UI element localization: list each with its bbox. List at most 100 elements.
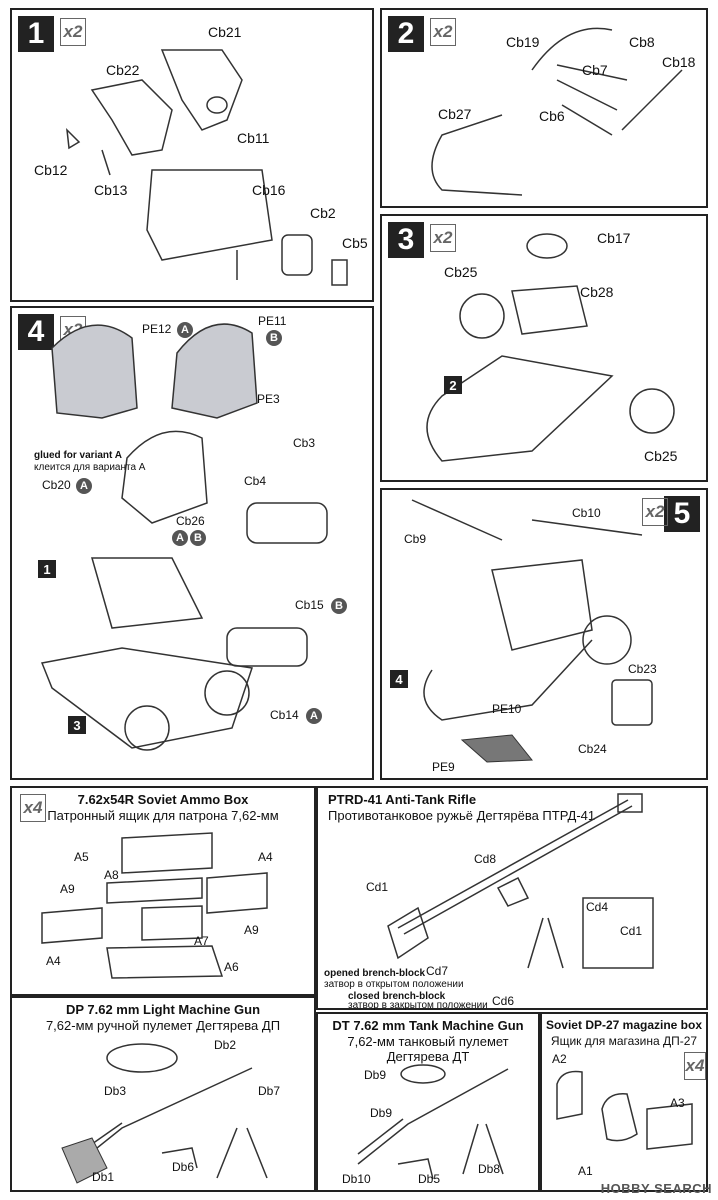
- variant-b-badge: B: [190, 530, 206, 546]
- part-label: Cb3: [293, 436, 316, 450]
- part-label: Cb28: [580, 284, 614, 300]
- part-label: Cd1: [620, 924, 643, 938]
- pe-label: PE11: [258, 314, 287, 328]
- part-label: Db7: [258, 1084, 281, 1098]
- step-number: 1: [18, 16, 54, 52]
- part-label: Cb22: [106, 62, 140, 78]
- part-label: A5: [74, 850, 89, 864]
- part-label: Cb9: [404, 532, 427, 546]
- section-subtitle: Противотанковое ружьё Дегтярёва ПТРД-41: [328, 808, 596, 823]
- part-label: Cb2: [310, 205, 336, 221]
- step-number: 5: [664, 496, 700, 532]
- multiplier-badge: x4: [684, 1052, 706, 1080]
- variant-a-badge: A: [306, 708, 322, 724]
- step-2-panel: 2 x2 Cb19 Cb8 Cb7 Cb18 Cb27 Cb6: [380, 8, 708, 208]
- part-label: Cb6: [539, 108, 565, 124]
- part-label: A1: [578, 1164, 593, 1178]
- dp-panel: DP 7.62 mm Light Machine Gun 7,62-мм руч…: [10, 996, 316, 1192]
- part-label: Db3: [104, 1084, 127, 1098]
- part-label: Cb27: [438, 106, 472, 122]
- part-label: Cd6: [492, 994, 515, 1008]
- part-label: Db8: [478, 1162, 501, 1176]
- dp-drawing: [61, 1043, 268, 1184]
- part-label: Cb16: [252, 182, 286, 198]
- multiplier-badge: x2: [430, 18, 456, 46]
- dp27-drawing: [556, 1070, 693, 1150]
- dt-drawing: [357, 1064, 509, 1180]
- variant-b-badge: B: [331, 598, 347, 614]
- part-label: Cb14: [270, 708, 299, 722]
- part-label: Cb21: [208, 24, 242, 40]
- section-subtitle: Патронный ящик для патрона 7,62-мм: [47, 808, 279, 823]
- part-label: Db10: [342, 1172, 371, 1186]
- part-label: Cb12: [34, 162, 68, 178]
- part-label: Db2: [214, 1038, 237, 1052]
- glued-note-en: glued for variant A: [34, 450, 122, 461]
- part-label: Cd4: [586, 900, 609, 914]
- part-label: Cb25: [444, 264, 478, 280]
- glued-note-ru: клеится для варианта А: [34, 462, 146, 473]
- step-reference: 4: [390, 670, 408, 688]
- part-label: Cd8: [474, 852, 497, 866]
- part-label: Db6: [172, 1160, 195, 1174]
- part-label: Cb18: [662, 54, 696, 70]
- step-1-panel: 1 x2 Cb21 Cb22 Cb11 Cb12 Cb13 Cb16 Cb2 C…: [10, 8, 374, 302]
- part-label: Db1: [92, 1170, 115, 1184]
- variant-a-badge: A: [76, 478, 92, 494]
- ammo-box-drawing: [41, 832, 268, 979]
- part-label: Cb8: [629, 34, 655, 50]
- part-label: A8: [104, 868, 119, 882]
- part-label: Cb13: [94, 182, 128, 198]
- part-label: Cb17: [597, 230, 631, 246]
- multiplier-badge: x4: [20, 794, 46, 822]
- part-label: Cb19: [506, 34, 540, 50]
- ptrd-panel: PTRD-41 Anti-Tank Rifle Противотанковое …: [316, 786, 708, 1011]
- part-label: A4: [258, 850, 273, 864]
- section-title: Soviet DP-27 magazine box: [545, 1018, 703, 1032]
- ptrd-drawing: [387, 793, 654, 969]
- part-label: Db9: [364, 1068, 387, 1082]
- section-subtitle: Ящик для магазина ДП-27: [550, 1034, 698, 1048]
- dp27-panel: Soviet DP-27 magazine box Ящик для магаз…: [540, 1012, 708, 1192]
- part-label: A2: [552, 1052, 567, 1066]
- pe-label: PE3: [257, 392, 280, 406]
- section-title: 7.62x54R Soviet Ammo Box: [77, 792, 249, 807]
- part-label: Cb5: [342, 235, 368, 251]
- part-label: Cb23: [628, 662, 657, 676]
- pe-label: PE9: [432, 760, 455, 774]
- part-label: A9: [60, 882, 75, 896]
- part-label: Cb10: [572, 506, 601, 520]
- part-label: Cb7: [582, 62, 608, 78]
- pe-label: PE10: [492, 702, 522, 716]
- part-label: Db5: [418, 1172, 441, 1186]
- step-3-drawing: [426, 233, 675, 462]
- multiplier-badge: x2: [430, 224, 456, 252]
- step-4-drawing: [40, 323, 328, 751]
- variant-a-badge: A: [177, 322, 193, 338]
- part-label: Cb4: [244, 474, 267, 488]
- part-label: Cd1: [366, 880, 389, 894]
- step-number: 2: [388, 16, 424, 52]
- step-reference: 1: [38, 560, 56, 578]
- part-label: A6: [224, 960, 239, 974]
- step-reference: 2: [444, 376, 462, 394]
- closed-block-note-en: closed brench-block: [348, 991, 446, 1002]
- step-number: 4: [18, 314, 54, 350]
- step-1-drawing: [66, 49, 348, 286]
- pe-label: PE12: [142, 322, 172, 336]
- closed-block-note-ru: затвор в закрытом положении: [348, 1000, 488, 1011]
- part-label: A4: [46, 954, 61, 968]
- part-label: Cb20: [42, 478, 71, 492]
- step-2-drawing: [431, 27, 683, 196]
- part-label: Cb15: [295, 598, 324, 612]
- step-reference: 3: [68, 716, 86, 734]
- section-subtitle: 7,62-мм танковый пулемет Дегтярева ДТ: [347, 1034, 509, 1064]
- part-label: Cb25: [644, 448, 678, 464]
- opened-block-note-en: opened brench-block: [324, 968, 426, 979]
- step-3-panel: 3 x2 Cb17 Cb25 Cb28 Cb25 2: [380, 214, 708, 482]
- part-label: Cb26: [176, 514, 205, 528]
- part-label: A7: [194, 934, 209, 948]
- section-title: DP 7.62 mm Light Machine Gun: [65, 1002, 261, 1017]
- dt-panel: DT 7.62 mm Tank Machine Gun 7,62-мм танк…: [316, 1012, 540, 1192]
- part-label: Cd7: [426, 964, 449, 978]
